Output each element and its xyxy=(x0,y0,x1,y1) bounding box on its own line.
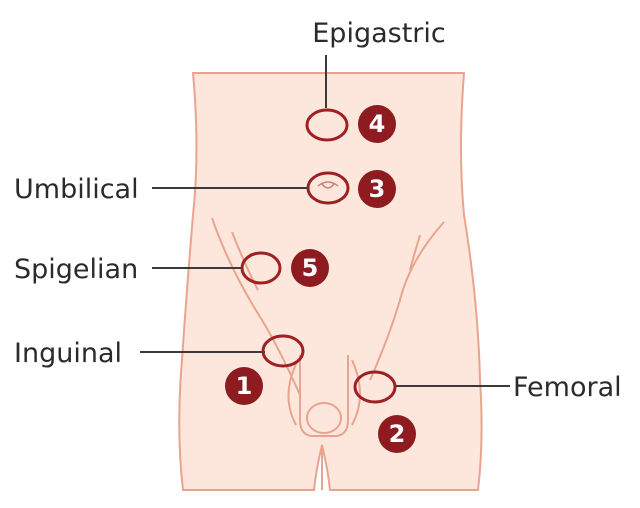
marker-3-badge xyxy=(358,170,396,208)
spigelian-label: Spigelian xyxy=(14,254,138,285)
umbilical-hernia-site xyxy=(306,171,350,205)
spigelian-hernia-site xyxy=(240,251,282,285)
left-groin-line xyxy=(211,217,301,396)
glans xyxy=(306,402,342,434)
scrotum-right xyxy=(351,359,361,426)
marker-2-badge xyxy=(378,415,416,453)
marker-1-badge xyxy=(225,367,263,405)
right-groin-line xyxy=(369,221,445,381)
marker-5-badge xyxy=(291,249,329,287)
marker-5-number: 5 xyxy=(302,254,319,282)
navel xyxy=(317,181,339,189)
marker-4-number: 4 xyxy=(369,110,386,138)
epigastric-label: Epigastric xyxy=(312,18,445,49)
inguinal-label: Inguinal xyxy=(14,338,122,369)
femoral-hernia-site xyxy=(353,370,397,404)
left-inner-thigh-line xyxy=(231,231,259,291)
marker-4-badge xyxy=(358,105,396,143)
epigastric-hernia-site xyxy=(305,108,349,142)
right-inner-thigh-line xyxy=(409,234,421,271)
inguinal-hernia-site xyxy=(261,334,305,368)
marker-2-number: 2 xyxy=(389,420,406,448)
marker-1-number: 1 xyxy=(236,372,253,400)
scrotum-left xyxy=(287,359,299,426)
femoral-label: Femoral xyxy=(513,372,622,403)
penis-shaft xyxy=(299,355,349,437)
umbilical-label: Umbilical xyxy=(14,174,139,205)
marker-3-number: 3 xyxy=(369,175,386,203)
